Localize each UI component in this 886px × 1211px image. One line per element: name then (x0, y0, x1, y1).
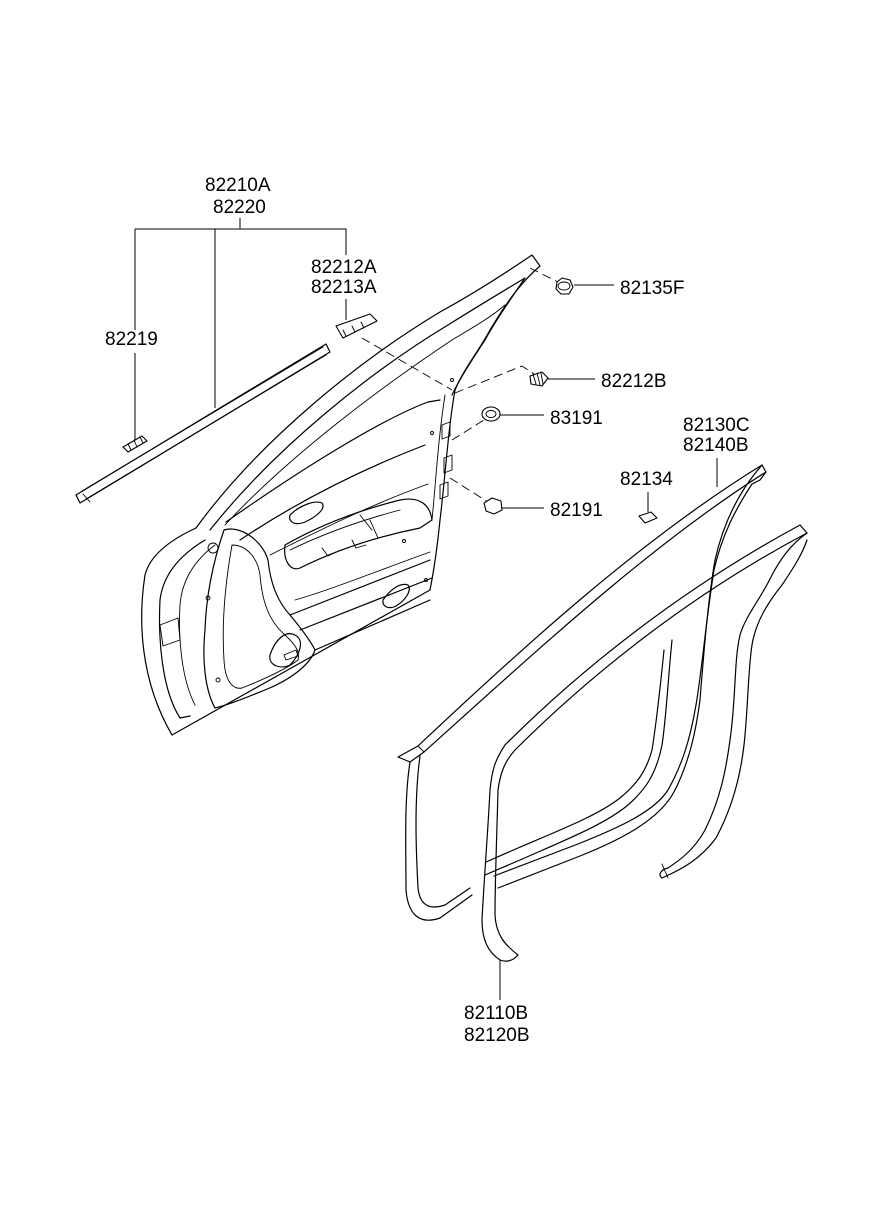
belt-weatherstrip (75, 343, 331, 504)
door-frame-seal (397, 464, 767, 921)
clip-82134 (638, 511, 658, 524)
label-82140b: 82140B (683, 435, 749, 456)
label-82110b: 82110B (464, 1003, 528, 1024)
door-panel (141, 254, 541, 736)
leader-lines (134, 218, 718, 1000)
fastener-82135f (555, 277, 574, 295)
label-82219: 82219 (105, 329, 158, 350)
label-82191: 82191 (550, 500, 603, 521)
belt-clip (122, 435, 148, 453)
label-82220: 82220 (213, 197, 266, 218)
label-82130c: 82130C (683, 415, 750, 436)
label-82213a: 82213A (311, 277, 377, 298)
clip-82212b (529, 371, 549, 387)
label-82134: 82134 (620, 469, 673, 490)
label-82120b: 82120B (464, 1025, 530, 1046)
label-82210a: 82210A (205, 175, 271, 196)
belt-holder (335, 313, 378, 339)
label-82135f: 82135F (620, 278, 684, 299)
label-82212b: 82212B (601, 371, 667, 392)
attachment-lines (361, 267, 559, 503)
label-83191: 83191 (550, 408, 603, 429)
label-82212a: 82212A (311, 257, 377, 278)
plug-83191 (481, 406, 501, 422)
body-side-seal (481, 524, 808, 962)
plug-82191 (483, 497, 503, 515)
